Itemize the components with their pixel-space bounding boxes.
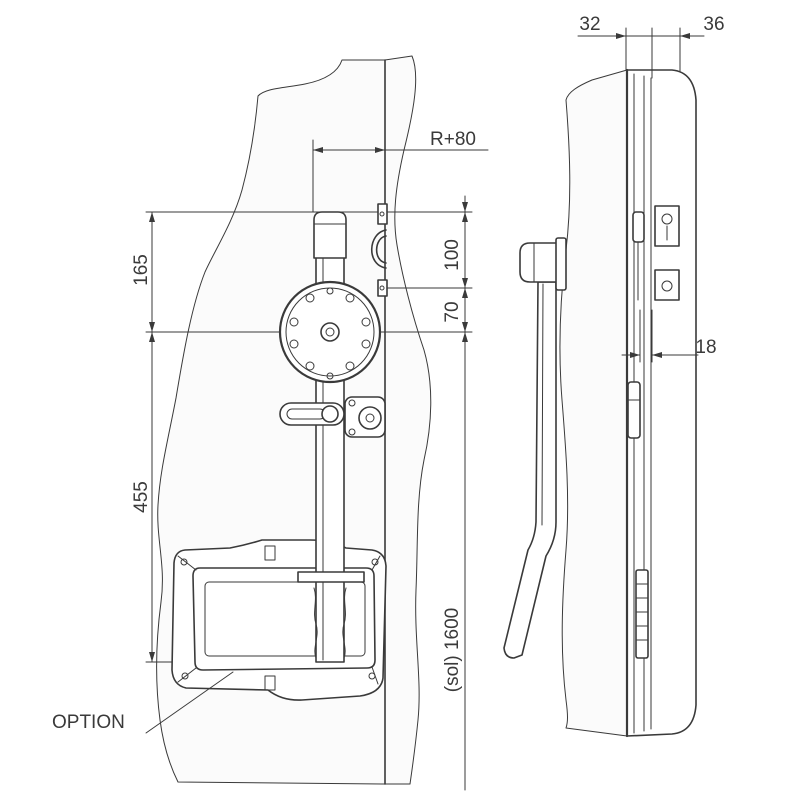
option-label: OPTION xyxy=(52,712,125,733)
dim-label-18: 18 xyxy=(695,337,716,358)
seat-corner-line-left xyxy=(177,555,197,683)
pivot-hub-center xyxy=(325,327,335,337)
dim-label-455: 455 xyxy=(131,481,152,513)
side-bracket-lower xyxy=(654,269,680,301)
plate-hole xyxy=(289,317,299,327)
dim-label-32: 32 xyxy=(579,14,600,35)
side-clip-upper xyxy=(632,211,645,243)
latch-screw xyxy=(348,428,356,436)
wall-section-right xyxy=(384,55,432,785)
seat-screw-bottom-left xyxy=(181,672,189,680)
side-rail xyxy=(635,569,649,659)
seat-clip-bottom xyxy=(264,675,276,691)
seat-screw-top-left xyxy=(180,558,188,566)
side-bracket-hole xyxy=(661,280,673,292)
plate-hole xyxy=(361,317,371,327)
plate-hole xyxy=(289,339,299,349)
plate-pin xyxy=(326,372,334,380)
pivot-hub xyxy=(320,322,340,342)
dim-label-100: 100 xyxy=(442,239,463,271)
handle-post-seat-section xyxy=(313,587,347,659)
plate-hole xyxy=(305,361,315,371)
option-leader-line xyxy=(145,671,234,734)
latch-knob xyxy=(358,406,382,430)
side-handle-cap xyxy=(519,242,561,283)
bracket-clamp xyxy=(371,229,387,269)
seat-clip-top xyxy=(264,545,276,561)
latch-pin xyxy=(321,405,339,423)
latch-screw xyxy=(348,399,356,407)
plate-hole xyxy=(361,339,371,349)
plate-hole xyxy=(305,293,315,303)
handle-post-cap xyxy=(313,211,347,259)
seat-outer-shell xyxy=(171,539,387,701)
plate-pin xyxy=(326,287,334,295)
seat-option xyxy=(171,539,387,701)
dim-label-70: 70 xyxy=(442,301,463,322)
seat-corner-line-right xyxy=(371,555,381,685)
dim-label-r80: R+80 xyxy=(430,129,476,150)
pivot-plate xyxy=(278,280,382,384)
side-wall-section xyxy=(559,69,628,737)
bracket-plate-top xyxy=(377,203,388,225)
side-handle-pole-inner xyxy=(541,283,544,526)
seat-panel xyxy=(204,581,366,657)
plate-hole xyxy=(345,361,355,371)
wall-bracket-upper xyxy=(371,203,388,297)
latch-assembly xyxy=(279,396,386,438)
side-view: 32 36 18 xyxy=(503,14,725,738)
front-view: R+80 165 455 100 70 (sol) 1600 OPTION xyxy=(52,55,489,791)
dim-label-165: 165 xyxy=(131,254,152,286)
dim-label-36: 36 xyxy=(703,14,724,35)
seat-inner-rim xyxy=(192,567,376,671)
bracket-screw xyxy=(379,211,385,217)
bracket-plate-bottom xyxy=(377,279,388,297)
dim-label-sol-1600: (sol) 1600 xyxy=(442,608,463,693)
side-handle-pole xyxy=(503,281,557,659)
bracket-screw xyxy=(379,285,385,291)
side-handle-mount xyxy=(555,237,567,291)
side-latch-block xyxy=(627,381,641,439)
side-bracket-hole xyxy=(661,213,673,225)
plate-hole xyxy=(345,293,355,303)
latch-housing xyxy=(344,396,386,438)
latch-knob-center xyxy=(365,413,375,423)
seat-mount-bracket xyxy=(297,571,365,583)
side-rail-ticks xyxy=(635,583,649,641)
